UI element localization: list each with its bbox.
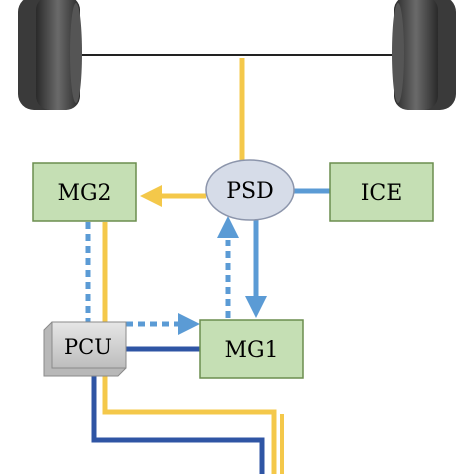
pcu-block: PCU	[43, 321, 127, 377]
ice-label: ICE	[361, 181, 403, 206]
mg1-to-psd-arrowhead	[217, 216, 239, 238]
right-wheel	[392, 0, 456, 110]
psd-to-mg1-arrowhead	[245, 296, 267, 318]
psd-label: PSD	[226, 179, 274, 204]
power-flows	[85, 58, 330, 474]
pcu-battery-line	[91, 376, 265, 474]
psd-to-mg2-arrowhead	[140, 185, 162, 207]
mg2-label: MG2	[57, 181, 111, 206]
yellow-output-flow	[102, 376, 277, 474]
left-wheel	[18, 0, 82, 110]
psd-node: PSD	[205, 159, 295, 221]
pcu-to-mg1-arrowhead	[178, 313, 200, 335]
mg2-block: MG2	[32, 162, 137, 222]
mg1-block: MG1	[199, 319, 304, 379]
pcu-label: PCU	[64, 335, 112, 359]
mg1-label: MG1	[224, 338, 278, 363]
ice-block: ICE	[329, 162, 434, 222]
axle-assembly	[18, 0, 456, 110]
